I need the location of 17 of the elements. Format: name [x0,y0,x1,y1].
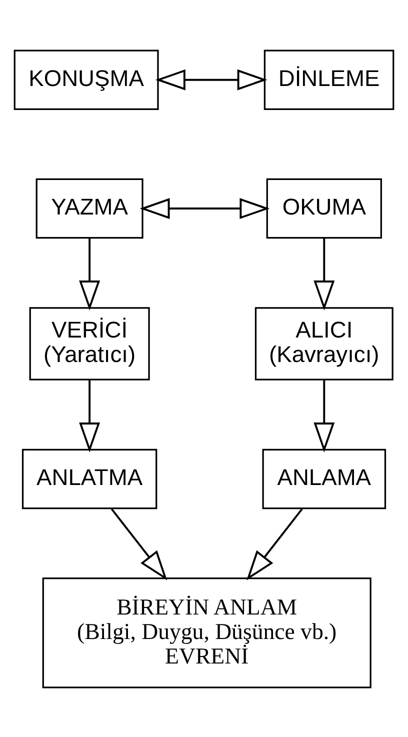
arrow [110,508,168,580]
node-box: KONUŞMA [14,49,159,110]
node-box: VERİCİ (Yaratıcı) [29,306,150,380]
arrow [314,380,335,452]
node-box: ANLAMA [262,448,386,509]
arrow [79,380,100,452]
node-box: ANLATMA [22,448,158,509]
arrow [79,238,100,310]
node-box: ALICI (Kavrayıcı) [254,306,394,380]
node-box: OKUMA [266,178,382,238]
arrow [314,238,335,310]
node-box: YAZMA [36,178,144,238]
arrow [140,198,270,219]
arrow [246,508,303,580]
node-box: DİNLEME [264,49,394,110]
arrow [155,68,268,90]
node-box: BİREYİN ANLAM (Bilgi, Duygu, Düşünce vb.) EVRENİ [42,577,372,688]
